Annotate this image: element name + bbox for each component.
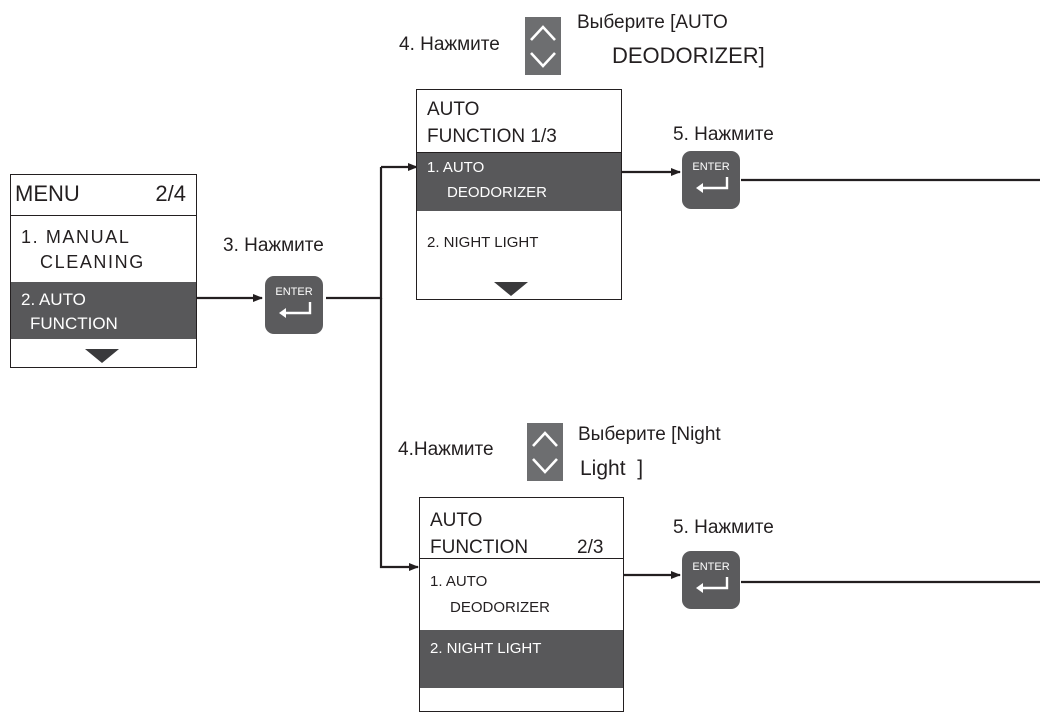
enter-button-label: ENTER	[275, 286, 313, 298]
up-arrow-icon	[532, 431, 558, 447]
auto-function-top-title-line1: AUTO	[427, 99, 480, 120]
enter-icon	[696, 577, 729, 593]
select-instruction-top-line2: DEODORIZER]	[612, 43, 765, 68]
auto-function-top-title-line2: FUNCTION 1/3	[427, 126, 557, 147]
scroll-down-triangle-icon[interactable]	[494, 282, 528, 296]
menu-item-auto-function[interactable]: 2. AUTO FUNCTION	[11, 282, 196, 339]
select-instruction-top-line1: Выберите [AUTO	[577, 12, 728, 33]
enter-button-step5-bottom[interactable]: ENTER	[682, 551, 740, 609]
auto-function-panel-top: AUTO FUNCTION 1/3 1. AUTO DEODORIZER 2. …	[416, 89, 622, 300]
enter-button-step5-top[interactable]: ENTER	[682, 151, 740, 209]
up-down-button-top[interactable]	[525, 17, 561, 75]
select-instruction-bottom-line1: Выберите [Night	[578, 424, 721, 445]
auto-function-bottom-header: AUTO FUNCTION 2/3	[420, 498, 623, 559]
up-down-button-bottom[interactable]	[527, 423, 563, 481]
auto-function-bottom-title-line1: AUTO	[430, 510, 483, 531]
down-arrow-icon	[532, 458, 558, 474]
step-4-label-bottom: 4.Нажмите	[398, 439, 494, 460]
arrow-to-bottom-panel	[379, 298, 419, 571]
menu-panel: MENU 2/4 1. MANUAL CLEANING 2. AUTO FUNC…	[10, 174, 197, 368]
enter-button-step3[interactable]: ENTER	[265, 276, 323, 334]
step-4-label-top: 4. Нажмите	[399, 34, 500, 55]
auto-function-bottom-title-line2: FUNCTION	[430, 537, 529, 558]
enter-button-label: ENTER	[692, 161, 730, 173]
auto-function-top-item1-line2: DEODORIZER	[447, 184, 548, 201]
auto-function-bottom-item-night-light[interactable]: 2. NIGHT LIGHT	[420, 630, 623, 688]
auto-function-top-item-deodorizer[interactable]: 1. AUTO DEODORIZER	[417, 153, 621, 211]
step-5-label-top: 5. Нажмите	[673, 124, 774, 145]
menu-item-auto-function-line2: FUNCTION	[30, 314, 118, 333]
branch-line	[326, 167, 383, 300]
menu-item-manual-cleaning-line1: 1. MANUAL	[21, 227, 131, 247]
down-arrow-icon	[530, 52, 556, 68]
up-down-arrows	[530, 25, 556, 68]
auto-function-bottom-page-indicator: 2/3	[577, 537, 604, 558]
scroll-down-triangle-icon[interactable]	[85, 349, 119, 363]
auto-function-panel-bottom: AUTO FUNCTION 2/3 1. AUTO DEODORIZER 2. …	[419, 497, 624, 712]
auto-function-top-header: AUTO FUNCTION 1/3	[417, 90, 621, 153]
menu-title: MENU	[15, 181, 80, 206]
auto-function-top-item1-line1: 1. AUTO	[427, 159, 485, 176]
step-5-label-bottom: 5. Нажмите	[673, 517, 774, 538]
step-3-label: 3. Нажмите	[223, 235, 324, 256]
enter-icon	[696, 177, 729, 193]
enter-button-label: ENTER	[692, 561, 730, 573]
menu-item-auto-function-line1: 2. AUTO	[21, 290, 86, 309]
auto-function-bottom-item2: 2. NIGHT LIGHT	[430, 640, 542, 657]
up-down-arrows	[532, 431, 558, 474]
menu-item-manual-cleaning-line2: CLEANING	[40, 252, 145, 272]
menu-page-indicator: 2/4	[155, 181, 186, 206]
auto-function-bottom-item1-line2: DEODORIZER	[450, 599, 551, 616]
auto-function-bottom-item1-line1: 1. AUTO	[430, 573, 488, 590]
select-instruction-bottom-line2: Light ]	[580, 457, 644, 480]
up-arrow-icon	[530, 25, 556, 41]
auto-function-top-item2: 2. NIGHT LIGHT	[427, 234, 539, 251]
menu-header: MENU 2/4	[11, 175, 196, 216]
enter-icon	[279, 302, 312, 318]
